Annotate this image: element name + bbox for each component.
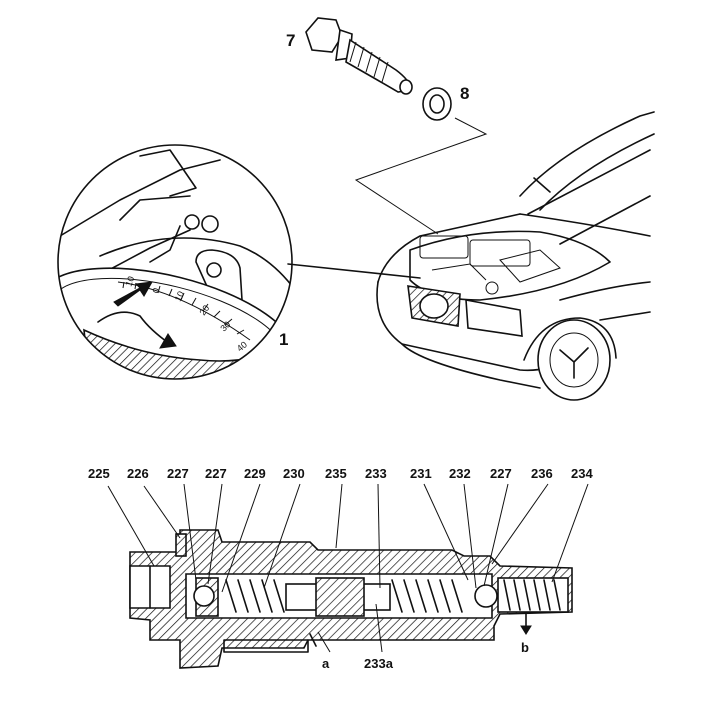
label-part-7: 7 [286, 31, 295, 50]
part-7-bolt [305, 17, 413, 95]
scale-mark-0: 0 [150, 287, 161, 295]
callout-leaders [107, 483, 589, 653]
callout-232: 232 [449, 466, 471, 481]
label-a: a [322, 656, 330, 671]
callout-233: 233 [365, 466, 387, 481]
callout-235: 235 [325, 466, 347, 481]
label-b: b [521, 640, 529, 655]
callout-225: 225 [88, 466, 110, 481]
callout-227b: 227 [205, 466, 227, 481]
callout-229: 229 [244, 466, 266, 481]
callout-231: 231 [410, 466, 432, 481]
callout-227c: 227 [490, 466, 512, 481]
leader-line-parts [354, 117, 488, 235]
scale-mark-20: 20 [197, 303, 211, 317]
pointer-arrow [113, 281, 153, 307]
ball-227-left [193, 585, 215, 607]
scale-mark-10a: 10 [123, 275, 136, 288]
callout-234: 234 [571, 466, 593, 481]
callout-labels: 225 226 227 227 229 230 235 233 231 232 … [88, 466, 593, 671]
callout-227a: 227 [167, 466, 189, 481]
callout-236: 236 [531, 466, 553, 481]
part-8-washer [422, 87, 452, 121]
callout-230: 230 [283, 466, 305, 481]
scale-mark-40: 40 [235, 339, 249, 353]
rotation-arrow [97, 311, 171, 345]
car-illustration [376, 111, 655, 401]
callout-226: 226 [127, 466, 149, 481]
label-233a: 233a [364, 656, 394, 671]
label-part-8: 8 [460, 84, 469, 103]
label-part-1: 1 [279, 330, 288, 349]
scale-mark-10b: 10 [173, 290, 186, 303]
ball-227-right [474, 584, 498, 608]
cross-section-assembly [129, 529, 573, 669]
detail-magnifier: 10 0 10 20 30 40 [57, 144, 421, 380]
spring-230 [225, 579, 463, 613]
